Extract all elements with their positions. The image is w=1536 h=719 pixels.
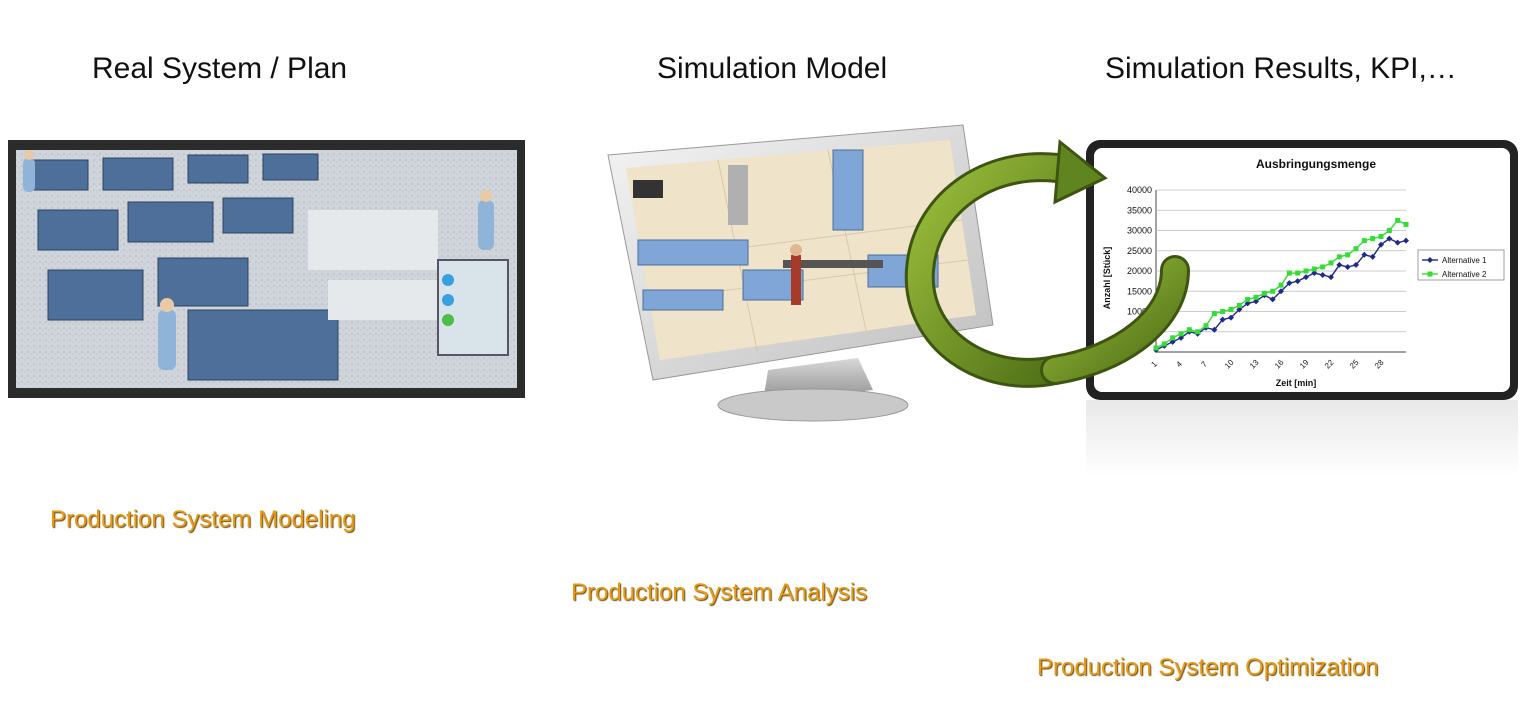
series-1-point [1211, 326, 1218, 333]
series-2-point [1286, 270, 1292, 276]
series-2-point [1170, 335, 1176, 341]
series-1-point [1353, 261, 1359, 268]
series-2-point [1303, 268, 1309, 274]
series-2-point [1378, 234, 1384, 240]
series-2-point [1220, 309, 1226, 314]
series-2-point [1386, 228, 1392, 233]
caption-analysis: Production System Analysis [571, 579, 868, 606]
series-2-point [1245, 296, 1251, 302]
series-1-point [1394, 239, 1401, 246]
legend-label: Alternative 2 [1442, 270, 1487, 279]
simulation-model-monitor [598, 120, 998, 425]
factory-photo-illustration [8, 140, 525, 398]
chart-y-tick-label: 10000 [1127, 307, 1152, 317]
series-2-point [1345, 252, 1351, 258]
series-2-point [1261, 290, 1267, 296]
series-2-point [1336, 254, 1342, 260]
factory-photo [8, 140, 525, 398]
series-2-point [1295, 270, 1301, 276]
legend-swatch-marker [1427, 271, 1433, 277]
chart-y-tick-label: 15000 [1127, 286, 1152, 296]
series-2-point [1161, 341, 1167, 347]
heading-real-system: Real System / Plan [92, 52, 348, 85]
series-2-point [1370, 236, 1376, 242]
series-1-point [1344, 263, 1351, 270]
series-2-point [1211, 311, 1217, 317]
chart-x-axis-label: Zeit [min] [1276, 378, 1317, 388]
series-1-point [1228, 314, 1234, 321]
legend-box [1417, 249, 1505, 281]
chart-y-axis-label: Anzahl [Stück] [1102, 247, 1112, 310]
series-1-point [1236, 306, 1243, 313]
series-2-point [1395, 217, 1401, 223]
chart-series [1153, 217, 1409, 353]
series-2-point [1236, 302, 1242, 308]
chart-reflection [1086, 400, 1518, 475]
reflection-illustration [1086, 400, 1518, 475]
series-2-point [1228, 306, 1234, 312]
series-1-point [1244, 300, 1251, 307]
series-2-point [1203, 323, 1209, 329]
series-2-point [1320, 264, 1326, 270]
series-2-point [1353, 246, 1359, 252]
series-2-point [1253, 294, 1259, 300]
chart-x-tick-label: 7 [1199, 359, 1209, 369]
series-2-point [1186, 327, 1192, 333]
series-1-point [1361, 251, 1368, 258]
series-2-point [1195, 329, 1201, 335]
series-1-point [1286, 280, 1293, 287]
series-1-point [1278, 288, 1284, 295]
series-1-point [1386, 235, 1393, 242]
series-2-point [1270, 288, 1276, 294]
chart-y-tick-label: 30000 [1127, 226, 1152, 236]
series-1-point [1303, 274, 1309, 281]
series-1-point [1178, 334, 1184, 341]
series-1-point [1294, 278, 1301, 285]
chart-y-tick-label: 40000 [1127, 185, 1152, 195]
heading-simulation-results: Simulation Results, KPI,… [1105, 52, 1457, 85]
series-1-point [1378, 241, 1384, 248]
series-2-point [1153, 345, 1159, 351]
heading-simulation-model: Simulation Model [657, 52, 888, 85]
series-2-point [1178, 331, 1184, 337]
series-1-point [1219, 316, 1226, 323]
series-1-point [1311, 270, 1318, 277]
series-1-point [1336, 261, 1343, 268]
chart-y-tick-label: 35000 [1127, 205, 1152, 215]
results-chart: Ausbringungsmenge 5000100001500020000250… [1086, 140, 1518, 400]
series-1-point [1369, 253, 1376, 260]
chart-title: Ausbringungsmenge [1256, 157, 1376, 171]
caption-optimization: Production System Optimization [1037, 654, 1379, 681]
chart-legend: Alternative 1 Alternative 2 [1417, 249, 1505, 281]
chart-x-tick-label: 1 [1149, 359, 1159, 369]
series-2-point [1361, 238, 1367, 244]
legend-label: Alternative 1 [1442, 256, 1487, 265]
series-2-point [1328, 260, 1334, 266]
caption-modeling: Production System Modeling [50, 506, 356, 533]
series-1-point [1269, 296, 1276, 303]
cycle-arrow [904, 139, 1190, 388]
chart-y-tick-label: 20000 [1127, 266, 1152, 276]
legend-swatch-marker [1427, 257, 1433, 263]
series-1-point [1328, 274, 1334, 281]
series-1-point [1253, 298, 1259, 305]
monitor-illustration [607, 124, 994, 422]
chart-y-tick-label: 25000 [1127, 246, 1152, 256]
series-1-point [1319, 272, 1326, 279]
series-1-point [1169, 338, 1176, 345]
series-2-point [1278, 282, 1284, 288]
series-1-point [1403, 237, 1409, 244]
chart-x-tick-label: 4 [1174, 359, 1184, 369]
series-2-point [1311, 266, 1317, 272]
series-2-point [1403, 221, 1409, 227]
